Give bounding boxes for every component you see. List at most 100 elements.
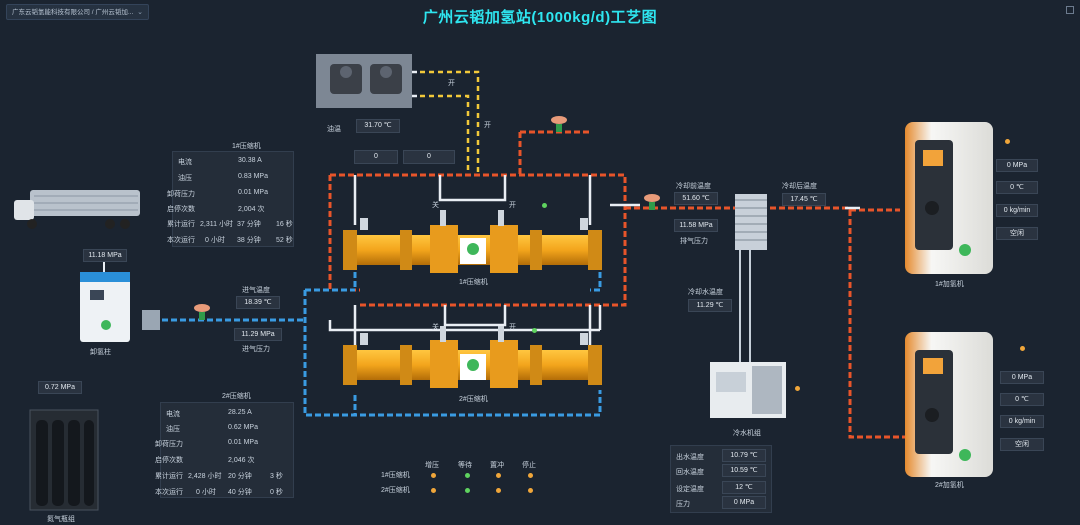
post-cool-temp-value: 17.45 ℃ xyxy=(782,193,826,206)
chiller-row-label: 压力 xyxy=(676,501,690,508)
dispenser-2-pressure: 0 MPa xyxy=(1000,371,1044,384)
dispenser-1-status: 空闲 xyxy=(996,227,1038,240)
chiller-unit xyxy=(710,362,786,418)
chevron-down-icon: ⌄ xyxy=(137,9,143,16)
chiller-row-label: 出水温度 xyxy=(676,454,704,461)
chiller-row-label: 回水温度 xyxy=(676,469,704,476)
pipe-white xyxy=(328,175,860,345)
chiller-status-dot xyxy=(795,386,800,391)
valve-open-label-3: 开 xyxy=(509,202,516,209)
legend-header-wait: 等待 xyxy=(458,462,472,469)
chiller-row-label: 设定温度 xyxy=(676,486,704,493)
dispenser-1-graphic xyxy=(905,122,993,274)
compressor-2-panel xyxy=(160,402,294,498)
compressor-2-graphic xyxy=(343,326,602,388)
c1-total-s: 16 秒 xyxy=(276,221,293,228)
inlet-temp-value: 18.39 ℃ xyxy=(236,296,280,309)
exhaust-pressure-value: 11.58 MPa xyxy=(674,219,718,232)
valve-open-label-4: 开 xyxy=(509,324,516,331)
dispenser-1-flow: 0 kg/min xyxy=(996,204,1038,217)
chiller-row-value: 12 ℃ xyxy=(722,481,766,494)
page-title: 广州云韬加氢站(1000kg/d)工艺图 xyxy=(422,9,658,26)
c1-now-label: 本次运行 xyxy=(167,237,195,244)
oil-temp-label: 油温 xyxy=(327,126,341,133)
post-cool-temp-label: 冷却后温度 xyxy=(782,183,817,190)
legend-dot xyxy=(528,488,533,493)
c1-total-m: 37 分钟 xyxy=(237,221,261,228)
oil-temp-value: 31.70 ℃ xyxy=(356,119,400,133)
chiller-row-value: 10.59 ℃ xyxy=(722,464,766,477)
compressor-1-panel xyxy=(172,151,294,247)
legend-dot xyxy=(431,488,436,493)
valve-close-label-2: 关 xyxy=(432,324,439,331)
legend-dot xyxy=(465,488,470,493)
oil-pipe xyxy=(420,70,480,175)
c1-row-value: 0.83 MPa xyxy=(238,173,268,180)
compressor-2-status-dot xyxy=(532,328,537,333)
c1-now-h: 0 小时 xyxy=(205,237,225,244)
c2-row-label: 卸荷压力 xyxy=(155,441,183,448)
c1-row-value: 2,004 次 xyxy=(238,206,265,213)
compressor-1-title: 1#压缩机 xyxy=(232,143,261,150)
heat-exchanger xyxy=(735,194,767,250)
oil-pipe-white xyxy=(412,70,420,98)
valve-open-label-1: 开 xyxy=(448,80,455,87)
c1-total-label: 累计运行 xyxy=(167,221,195,228)
valve-close-label-1: 关 xyxy=(432,202,439,209)
compressor-1-name: 1#压缩机 xyxy=(459,279,488,286)
c2-total-label: 累计运行 xyxy=(155,473,183,480)
dispenser-1-pressure: 0 MPa xyxy=(996,159,1038,172)
c2-now-h: 0 小时 xyxy=(196,489,216,496)
c1-row-label: 油压 xyxy=(178,175,192,182)
suction-pipe xyxy=(162,272,602,417)
c2-total-h: 2,428 小时 xyxy=(188,473,222,480)
c2-row-value: 0.62 MPa xyxy=(228,424,258,431)
c2-row-label: 电流 xyxy=(166,411,180,418)
nitrogen-rack xyxy=(29,409,99,511)
fullscreen-icon[interactable] xyxy=(1066,6,1074,14)
dispenser-1-status-dot xyxy=(1005,139,1010,144)
dispenser-2-status: 空闲 xyxy=(1000,438,1044,451)
c2-row-label: 油压 xyxy=(166,426,180,433)
compressor-1-status-dot xyxy=(542,203,547,208)
c1-row-value: 0.01 MPa xyxy=(238,189,268,196)
nitrogen-rack-label: 氮气瓶组 xyxy=(47,516,75,523)
c1-total-h: 2,311 小时 xyxy=(200,221,233,228)
c2-now-m: 40 分钟 xyxy=(228,489,252,496)
dispenser-2-graphic xyxy=(905,332,993,477)
legend-dot xyxy=(431,473,436,478)
compressor-1-graphic xyxy=(343,210,602,273)
trailer-pressure: 11.18 MPa xyxy=(83,249,127,262)
legend-dot xyxy=(496,488,501,493)
inlet-temp-label: 进气温度 xyxy=(242,287,270,294)
chiller-row-value: 10.79 ℃ xyxy=(722,449,766,462)
c1-now-m: 38 分钟 xyxy=(237,237,261,244)
c2-total-m: 20 分钟 xyxy=(228,473,252,480)
compressor-2-title: 2#压缩机 xyxy=(222,393,251,400)
c1-now-s: 52 秒 xyxy=(276,237,293,244)
valve-icons xyxy=(194,116,660,320)
chiller-row-value: 0 MPa xyxy=(722,496,766,509)
oil-pump-unit xyxy=(316,54,412,108)
breadcrumb-text: 广东云韬氢能科技有限公司 / 广州云韬加... xyxy=(12,9,134,16)
unloading-post-label: 卸氢柱 xyxy=(90,349,111,356)
dispenser-2-name: 2#加氢机 xyxy=(935,482,964,489)
c2-row-value: 0.01 MPa xyxy=(228,439,258,446)
oil-value-2: 0 xyxy=(403,150,455,164)
c2-row-value: 2,046 次 xyxy=(228,457,255,464)
chiller-name: 冷水机组 xyxy=(733,430,761,437)
dispenser-2-status-dot xyxy=(1020,346,1025,351)
inlet-pressure-value: 11.29 MPa xyxy=(234,328,282,341)
legend-row-c1: 1#压缩机 xyxy=(381,472,410,479)
unloading-post xyxy=(80,272,160,342)
c1-row-label: 启停次数 xyxy=(167,206,195,213)
cooling-water-value: 11.29 ℃ xyxy=(688,299,732,312)
dispenser-2-temp: 0 ℃ xyxy=(1000,393,1044,406)
dispenser-2-flow: 0 kg/min xyxy=(1000,415,1044,428)
c2-total-s: 3 秒 xyxy=(270,473,283,480)
breadcrumb-select[interactable]: 广东云韬氢能科技有限公司 / 广州云韬加...⌄ xyxy=(6,4,149,20)
valve-open-label-2: 开 xyxy=(484,122,491,129)
c2-now-label: 本次运行 xyxy=(155,489,183,496)
legend-header-purge: 置冲 xyxy=(490,462,504,469)
